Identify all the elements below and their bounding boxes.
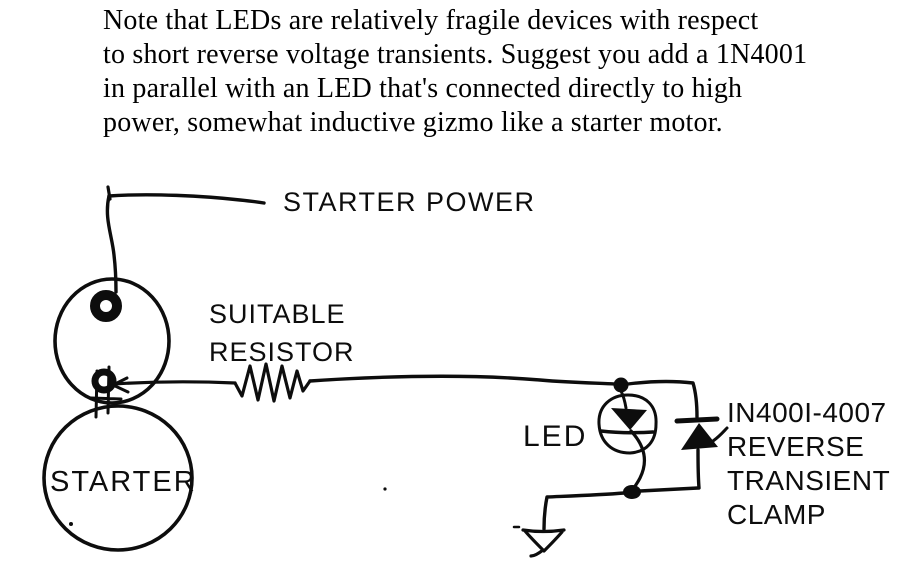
note-line: to short reverse voltage transients. Sug… <box>103 39 808 70</box>
wire-terminal-to-resistor <box>112 380 237 386</box>
scan-speck <box>69 522 73 526</box>
led-label: LED <box>523 420 587 453</box>
starter-power-wire-horizontal <box>107 193 266 205</box>
clamp-diode-flick <box>711 426 729 443</box>
note-line: Note that LEDs are relatively fragile de… <box>103 5 759 36</box>
clamp-diode-triangle <box>681 423 718 450</box>
wire-bottom-left-to-ground <box>542 491 626 531</box>
starter-power-wire-vertical <box>105 194 118 294</box>
clamp-diode-anode-lead <box>696 448 701 490</box>
led-cathode-bar <box>599 429 655 435</box>
led-cathode-lead <box>629 429 646 492</box>
clamp-label-line3: TRANSIENT <box>727 465 890 496</box>
clamp-diode-cathode-bar <box>674 416 720 424</box>
starter-power-label: STARTER POWER <box>283 187 536 217</box>
suitable-resistor-label-line2: RESISTOR <box>209 337 355 367</box>
solenoid-terminal-top <box>90 290 122 322</box>
junction-dot-top <box>613 377 629 393</box>
wire-bottom-right <box>638 486 700 493</box>
wire-resistor-to-led <box>308 374 617 386</box>
junction-dot-bottom <box>623 485 641 499</box>
note-paragraph: Note that LEDs are relatively fragile de… <box>103 4 807 140</box>
ground-symbol <box>521 528 566 558</box>
clamp-label-line1: IN400I-4007 <box>727 397 887 428</box>
led-anode-lead <box>619 389 628 410</box>
note-line: power, somewhat inductive gizmo like a s… <box>103 107 723 138</box>
note-line: in parallel with an LED that's connected… <box>103 73 743 104</box>
solenoid-terminal-bottom <box>91 368 117 394</box>
starter-label: STARTER <box>50 466 197 498</box>
ink-layer: STARTER POWER SUITABLE RESISTOR STARTER … <box>42 185 890 558</box>
suitable-resistor-label-line1: SUITABLE <box>209 299 346 329</box>
led-triangle <box>611 408 647 430</box>
resistor-zigzag <box>233 362 312 403</box>
led-envelope-circle <box>597 393 658 455</box>
starter-motor-circle <box>42 404 194 552</box>
clamp-label-line2: REVERSE <box>727 431 864 462</box>
clamp-label-line4: CLAMP <box>727 499 826 530</box>
wire-junction-to-clamp <box>626 379 699 419</box>
solenoid-circle <box>53 277 171 405</box>
scan-speck <box>383 487 387 491</box>
